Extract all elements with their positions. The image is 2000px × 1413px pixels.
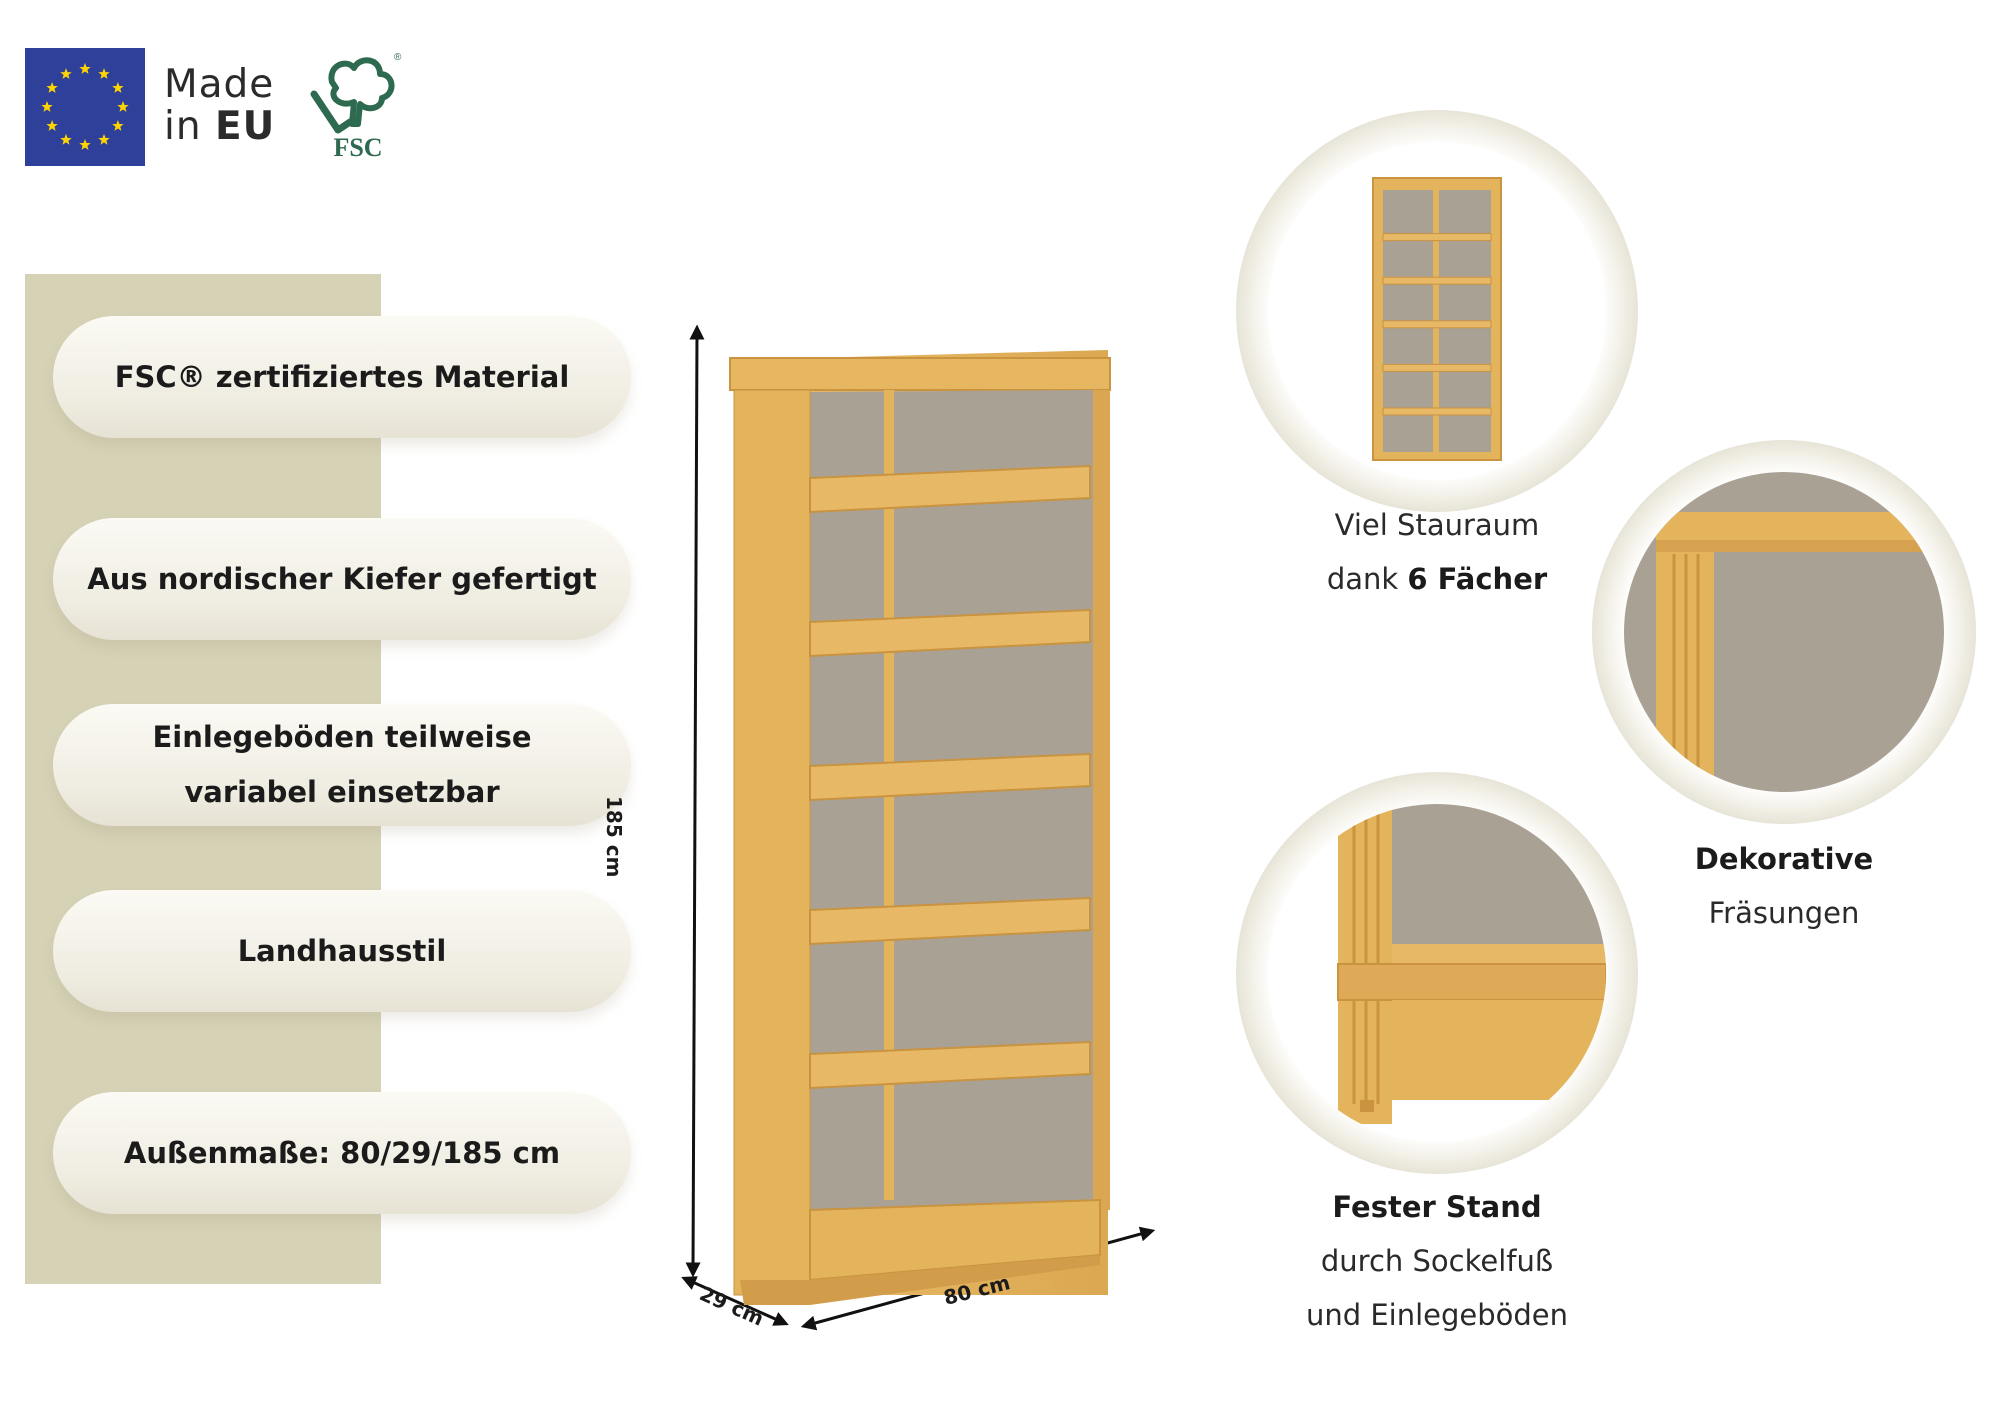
caption-storage: Viel Stauraum dank 6 Fächer bbox=[1236, 498, 1638, 606]
mini-shelf-board bbox=[1382, 233, 1492, 242]
shelf-board bbox=[809, 752, 1091, 802]
caption-storage-line2: dank 6 Fächer bbox=[1236, 552, 1638, 606]
eu-star-icon bbox=[60, 68, 72, 79]
feature-nordic-pine: Aus nordischer Kiefer gefertigt bbox=[53, 518, 631, 640]
shelf-board bbox=[809, 608, 1091, 658]
stand-detail-image bbox=[1268, 804, 1606, 1142]
eu-flag-icon bbox=[25, 48, 145, 166]
eu-star-icon bbox=[46, 82, 58, 93]
feature-label: Aus nordischer Kiefer gefertigt bbox=[87, 561, 597, 596]
feature-country-style: Landhausstil bbox=[53, 890, 631, 1012]
caption-decor-line1: Dekorative bbox=[1694, 842, 1874, 876]
bookshelf-illustration bbox=[681, 324, 1156, 1331]
feature-variable-shelves: Einlegeböden teilweise variabel einsetzb… bbox=[53, 704, 631, 826]
feature-label: Landhausstil bbox=[237, 933, 447, 968]
depth-dimension-line bbox=[681, 1276, 789, 1326]
fsc-tree-icon: ® FSC bbox=[310, 52, 402, 162]
caption-stand: Fester Stand durch Sockelfuß und Einlege… bbox=[1236, 1180, 1638, 1342]
detail-circle-stand bbox=[1236, 772, 1638, 1174]
mini-shelf-board bbox=[1382, 363, 1492, 372]
caption-storage-line1: Viel Stauraum bbox=[1334, 508, 1540, 542]
detail-circle-decor-inner bbox=[1624, 472, 1944, 792]
mini-shelf-board bbox=[1382, 407, 1492, 416]
eu-star-icon bbox=[98, 68, 110, 79]
caption-storage-bold: 6 Fächer bbox=[1407, 562, 1548, 596]
eu-star-icon bbox=[79, 139, 91, 150]
height-label: 185 cm bbox=[602, 796, 626, 878]
fsc-text: FSC bbox=[333, 133, 382, 162]
shelf-board bbox=[809, 896, 1091, 946]
caption-stand-line2: durch Sockelfuß bbox=[1320, 1244, 1554, 1278]
eu-star-icon bbox=[41, 101, 53, 112]
eu-star-icon bbox=[46, 120, 58, 131]
height-dimension-line bbox=[685, 324, 705, 1278]
caption-storage-prefix: dank bbox=[1326, 562, 1408, 596]
caption-decor: Dekorative Fräsungen bbox=[1592, 832, 1976, 940]
decor-detail-image bbox=[1624, 472, 1944, 792]
made-in-line2: in EU bbox=[164, 106, 275, 148]
eu-star-icon bbox=[98, 133, 110, 145]
feature-label: FSC® zertifiziertes Material bbox=[114, 359, 570, 394]
caption-decor-line2: Fräsungen bbox=[1708, 896, 1860, 930]
caption-stand-line1: Fester Stand bbox=[1332, 1190, 1542, 1224]
eu-stars bbox=[41, 63, 129, 150]
feature-label: Einlegeböden teilweise variabel einsetzb… bbox=[152, 720, 532, 809]
shelf-back-panel bbox=[810, 390, 1093, 1210]
detail-circle-storage bbox=[1236, 110, 1638, 512]
shelf-right-pilaster bbox=[1093, 390, 1110, 1210]
shelf-board bbox=[809, 1040, 1091, 1090]
made-in-line1: Made bbox=[164, 62, 275, 107]
shelf-top-cornice bbox=[729, 357, 1111, 391]
mini-shelf-image bbox=[1372, 177, 1502, 461]
fsc-registered-mark: ® bbox=[394, 52, 402, 63]
caption-stand-line3: und Einlegeböden bbox=[1305, 1298, 1569, 1332]
detail-circle-storage-inner bbox=[1268, 142, 1606, 480]
shelf-left-side bbox=[733, 389, 811, 1296]
mini-shelf-board bbox=[1382, 276, 1492, 285]
detail-circle-decor bbox=[1592, 440, 1976, 824]
made-in-prefix: in bbox=[164, 104, 215, 149]
feature-fsc-material: FSC® zertifiziertes Material bbox=[53, 316, 631, 438]
eu-star-icon bbox=[60, 133, 72, 145]
made-in-eu: EU bbox=[214, 104, 276, 149]
detail-circle-stand-inner bbox=[1268, 804, 1606, 1142]
shelf-board bbox=[809, 464, 1091, 514]
made-in-eu-label: Made in EU bbox=[164, 64, 275, 148]
mini-shelf-board bbox=[1382, 320, 1492, 329]
fsc-logo: ® FSC bbox=[310, 50, 406, 162]
shelf-boards bbox=[809, 464, 1091, 1090]
eu-star-icon bbox=[112, 82, 124, 93]
feature-label: Außenmaße: 80/29/185 cm bbox=[123, 1135, 561, 1170]
eu-star-icon bbox=[79, 63, 91, 74]
feature-dimensions: Außenmaße: 80/29/185 cm bbox=[53, 1092, 631, 1214]
shelf-base bbox=[740, 1255, 1100, 1305]
eu-star-icon bbox=[112, 120, 124, 131]
eu-star-icon bbox=[117, 101, 129, 112]
